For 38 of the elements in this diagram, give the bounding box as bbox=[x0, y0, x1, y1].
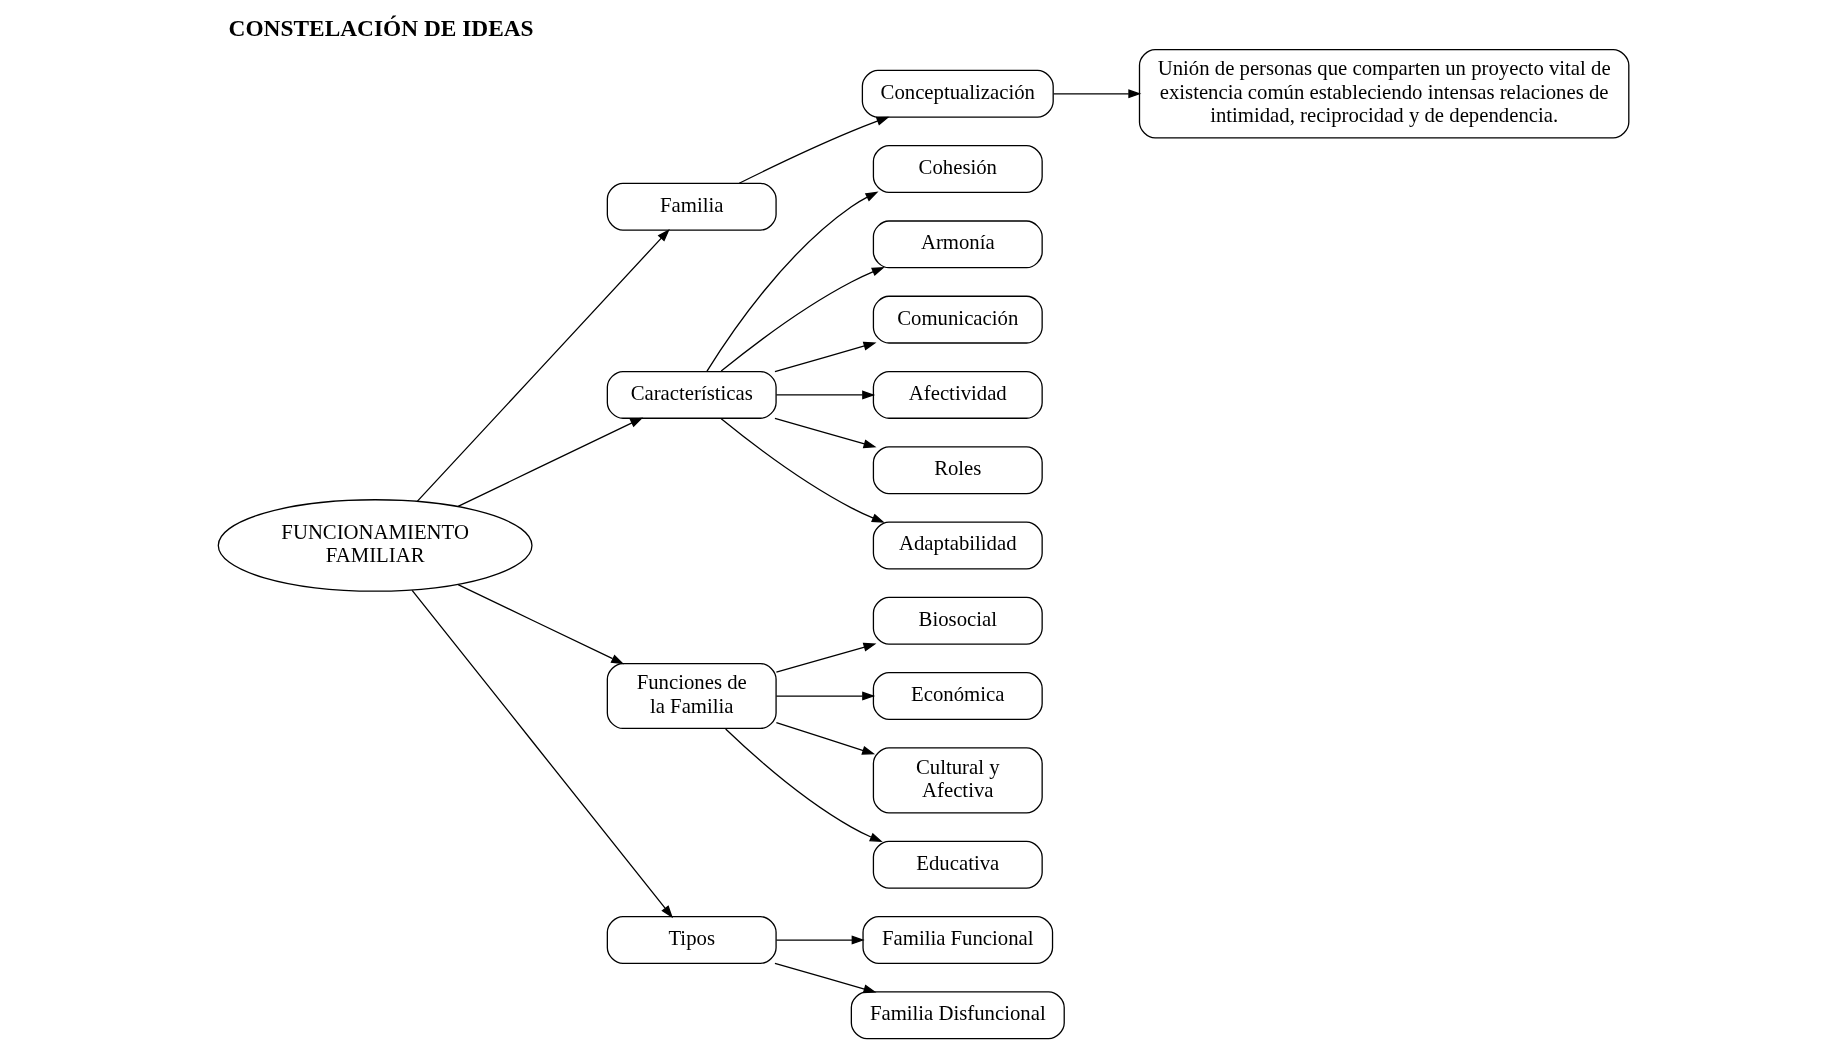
node-box: Unión de personas que comparten un proyecto vital de existencia común estableciendo intensas relaciones de intimidad, reciprocidad y de dependencia. bbox=[1138, 49, 1630, 139]
arrow bbox=[457, 417, 644, 507]
arrow bbox=[411, 589, 673, 919]
node-box: Conceptualización bbox=[861, 69, 1054, 118]
diagram-title: CONSTELACIÓN DE IDEAS bbox=[228, 14, 534, 41]
arrow bbox=[738, 116, 890, 184]
node-box: Tipos bbox=[606, 916, 777, 965]
node-box: Familia Funcional bbox=[862, 916, 1054, 965]
arrow bbox=[775, 722, 876, 755]
node-box: Cultural y Afectiva bbox=[872, 747, 1043, 814]
arrow bbox=[416, 228, 670, 502]
node-box: Cohesión bbox=[872, 145, 1043, 194]
arrow bbox=[706, 191, 879, 372]
node-box: Educativa bbox=[872, 840, 1043, 889]
node-box: Familia Disfuncional bbox=[850, 991, 1065, 1040]
arrow bbox=[457, 584, 625, 665]
arrow bbox=[725, 728, 883, 843]
node-box: Económica bbox=[872, 672, 1043, 721]
arrow bbox=[775, 642, 877, 673]
arrow bbox=[774, 962, 877, 994]
arrow bbox=[775, 390, 876, 400]
arrow bbox=[774, 341, 877, 373]
arrow bbox=[775, 691, 876, 701]
node-box: Biosocial bbox=[872, 596, 1043, 645]
node-box: Funciones de la Familia bbox=[606, 662, 777, 730]
node-box: Roles bbox=[872, 446, 1043, 495]
node-box: Características bbox=[606, 370, 777, 419]
arrow bbox=[1053, 89, 1142, 99]
node-ellipse: FUNCIONAMIENTO FAMILIAR bbox=[217, 499, 533, 592]
arrow bbox=[720, 267, 885, 372]
arrow bbox=[775, 935, 865, 945]
arrow bbox=[720, 418, 885, 523]
node-box: Familia bbox=[606, 182, 777, 231]
node-box: Comunicación bbox=[872, 295, 1043, 344]
node-box: Adaptabilidad bbox=[872, 521, 1043, 570]
node-box: Armonía bbox=[872, 220, 1043, 269]
node-box: Afectividad bbox=[872, 370, 1043, 419]
arrow bbox=[774, 417, 877, 449]
